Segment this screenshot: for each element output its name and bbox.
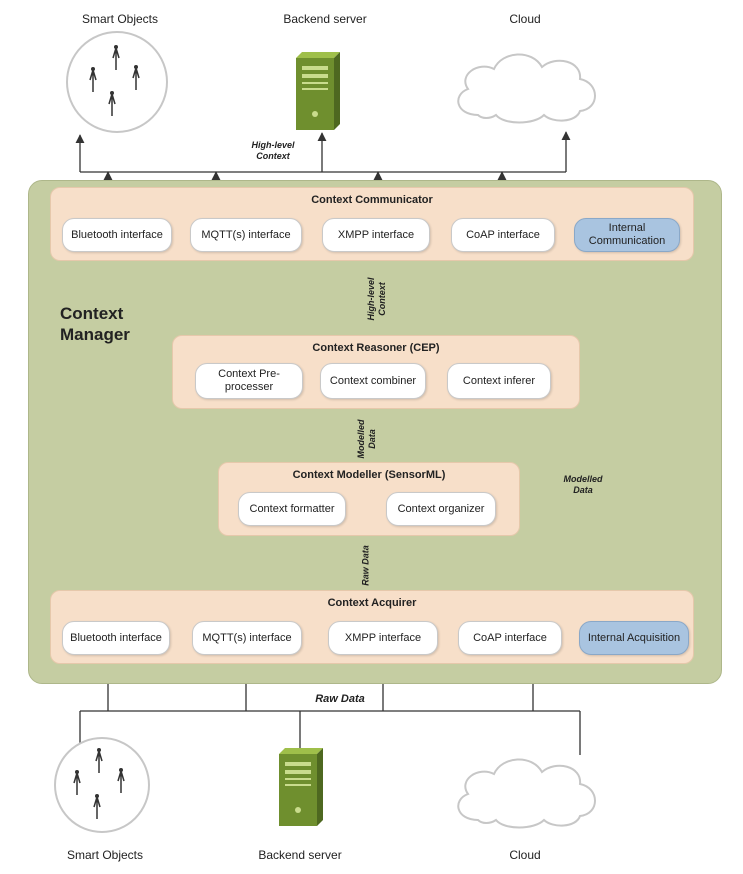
backend-server-icon [296,52,340,130]
bottom-backend-server-label: Backend server [258,848,342,862]
raw-data-vertical-label: Raw Data [360,545,371,586]
communicator-mqtt-interface: MQTT(s) interface [190,218,302,252]
acquirer-bluetooth-interface: Bluetooth interface [62,621,170,655]
high-level-context-vertical-label: High-level Context [366,277,387,321]
context-reasoner-title: Context Reasoner (CEP) [312,342,440,354]
context-modeller-title: Context Modeller (SensorML) [292,469,446,481]
modelled-data-side-label: Modelled Data [563,474,603,495]
context-manager-title: Context Manager [60,304,130,344]
top-cloud-icon [457,53,596,124]
top-backend-server-label: Backend server [283,12,367,26]
bottom-backend-server-icon [279,748,323,826]
communicator-bluetooth-interface: Bluetooth interface [62,218,172,252]
bottom-smart-objects-label: Smart Objects [66,848,144,862]
context-combiner-box: Context combiner [320,363,426,399]
bottom-smart-objects-icon [54,737,150,833]
bottom-cloud-icon [457,758,596,829]
internal-communication-box: Internal Communication [574,218,680,252]
internal-acquisition-box: Internal Acquisition [579,621,689,655]
top-smart-objects-label: Smart Objects [81,12,159,26]
communicator-coap-interface: CoAP interface [451,218,555,252]
acquirer-mqtt-interface: MQTT(s) interface [192,621,302,655]
context-organizer-box: Context organizer [386,492,496,526]
acquirer-coap-interface: CoAP interface [458,621,562,655]
context-communicator-title: Context Communicator [311,194,433,206]
context-acquirer-title: Context Acquirer [327,597,417,609]
top-high-level-context-label: High-level Context [251,140,295,161]
modelled-data-vertical-label: Modelled Data [356,419,377,459]
bottom-cloud-label: Cloud [509,848,541,862]
bottom-raw-data-label: Raw Data [315,693,365,705]
context-inferer-box: Context inferer [447,363,551,399]
context-formatter-box: Context formatter [238,492,346,526]
acquirer-xmpp-interface: XMPP interface [328,621,438,655]
communicator-xmpp-interface: XMPP interface [322,218,430,252]
top-cloud-label: Cloud [509,12,541,26]
smart-objects-icon [66,31,168,133]
context-preprocesser-box: Context Pre- processer [195,363,303,399]
